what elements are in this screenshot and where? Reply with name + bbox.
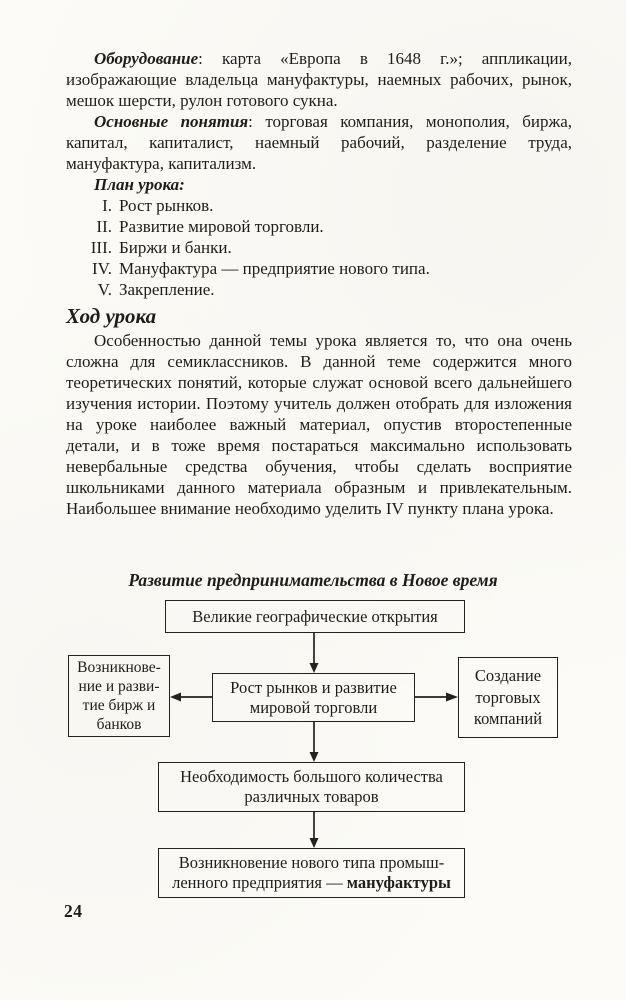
plan-item-text: Биржи и банки. [119, 238, 232, 257]
plan-item-text: Развитие мировой торговли. [119, 217, 324, 236]
flowchart-box-manufactory: Возникновение нового типа промыш-ленного… [158, 848, 465, 898]
lesson-course-heading: Ход урока [66, 304, 157, 328]
lesson-course-paragraph: Особенностью данной темы урока является … [66, 331, 572, 518]
concepts-text: : торговая компания, монополия, биржа, к… [66, 112, 572, 173]
plan-item-numeral: IV. [92, 259, 112, 278]
arrow-markets-to-exchanges [170, 692, 212, 702]
plan-item-numeral: II. [96, 217, 112, 236]
arrow-discoveries-to-markets [309, 633, 319, 673]
text-column: Оборудование: карта «Европа в 1648 г.»; … [66, 48, 572, 518]
lesson-plan-list: I. Рост рынков. II. Развитие мировой тор… [66, 195, 572, 300]
concepts-paragraph: Основные понятия: торговая компания, мон… [66, 111, 572, 174]
plan-item-text: Закрепление. [119, 280, 215, 299]
diagram-title: Развитие предпринимательства в Новое вре… [128, 570, 498, 590]
manufactory-text-line1: Возникновение нового типа промыш- [178, 853, 445, 872]
equipment-paragraph: Оборудование: карта «Европа в 1648 г.»; … [66, 48, 572, 111]
flowchart-box-manufactory-text: Возникновение нового типа промыш-ленного… [172, 853, 451, 893]
page-number: 24 [64, 901, 83, 921]
plan-item: II. Развитие мировой торговли. [66, 216, 572, 237]
flowchart-box-companies: Создание торговых компаний [458, 657, 558, 738]
flowchart-box-exchanges: Возникнове- ние и разви- тие бирж и банк… [68, 655, 170, 737]
plan-item-numeral: V. [97, 280, 112, 299]
plan-item: V. Закрепление. [66, 279, 572, 300]
plan-item-text: Мануфактура — предприятие нового типа. [119, 259, 430, 278]
flowchart-box-discoveries: Великие географические открытия [165, 600, 465, 633]
plan-item: IV. Мануфактура — предприятие нового тип… [66, 258, 572, 279]
flowchart-box-goods: Необходимость большого количества различ… [158, 762, 465, 812]
equipment-text: : карта «Европа в 1648 г.»; аппликации, … [66, 49, 572, 110]
manufactory-text-bold: мануфактуры [346, 873, 451, 892]
plan-item: III. Биржи и банки. [66, 237, 572, 258]
concepts-label: Основные понятия [94, 112, 249, 131]
flowchart-box-markets: Рост рынков и развитие мировой торговли [212, 673, 415, 722]
equipment-label: Оборудование [94, 49, 199, 68]
arrow-goods-to-manufactory [309, 812, 319, 848]
plan-item-text: Рост рынков. [119, 196, 214, 215]
flowchart-section: Развитие предпринимательства в Новое вре… [0, 563, 626, 933]
plan-item-numeral: I. [102, 196, 112, 215]
plan-item: I. Рост рынков. [66, 195, 572, 216]
arrow-markets-to-companies [415, 692, 458, 702]
manufactory-text-line2: ленного предприятия — [172, 873, 347, 892]
lesson-plan-title: План урока: [94, 175, 185, 194]
plan-item-numeral: III. [90, 238, 112, 257]
arrow-markets-to-goods [309, 722, 319, 762]
